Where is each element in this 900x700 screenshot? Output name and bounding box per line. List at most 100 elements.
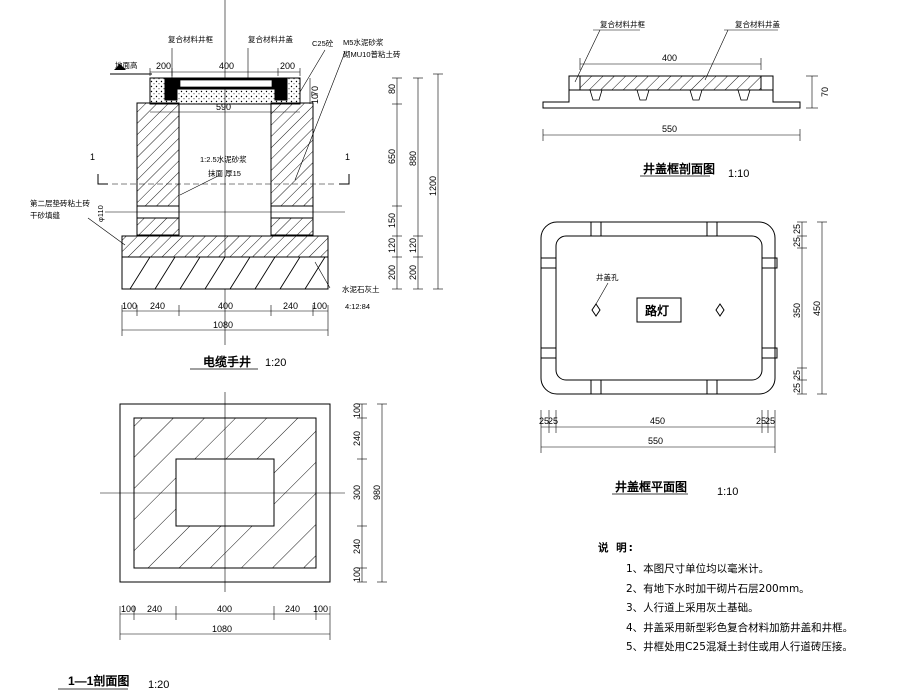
dim-right-small-1: 10: [310, 94, 320, 104]
s11-dim-right-1: 240: [352, 431, 362, 446]
cover-hole-right: [715, 303, 725, 317]
cover-inner: [555, 235, 763, 381]
dim-right-a-3: 120: [387, 238, 397, 253]
s11-dim-right-total: 980: [372, 485, 382, 500]
label-composite-cover: 复合材料井盖: [248, 34, 293, 44]
cover-plan-dim-right-1: 25: [792, 237, 802, 247]
cover-plan-dim-bottom-2: 450: [650, 416, 665, 426]
cover-plan-dim-right-3: 25: [792, 370, 802, 380]
lime-soil-base: [121, 256, 329, 290]
s11-dim-right-3: 240: [352, 539, 362, 554]
cover-hole-left: [591, 303, 601, 317]
section-1-1-title: 1—1剖面图: [68, 673, 129, 688]
street-light-label-box: [636, 297, 682, 323]
s11-dim-bottom-total: 1080: [212, 624, 232, 634]
s11-dim-bottom-2: 400: [217, 604, 232, 614]
note-item-4: 4、井盖采用新型彩色复合材料加筋井盖和井框。: [626, 621, 854, 634]
dim-right-a-1: 650: [387, 149, 397, 164]
s11-dim-bottom-3: 240: [285, 604, 300, 614]
cover-plan-texts: 井盖孔 路灯 25 25 350 25 25 450 25 25 450 25 …: [539, 224, 822, 498]
dim-right-b-0: 880: [408, 151, 418, 166]
cover-plan-dim-right-4: 25: [792, 383, 802, 393]
dim-right-b-1: 120: [408, 238, 418, 253]
dim-top-2: 200: [280, 61, 295, 71]
cover-plan-hole-label: 井盖孔: [596, 272, 619, 282]
section-mark-left: [97, 174, 108, 185]
label-ground-level: 地面高: [115, 60, 138, 70]
dim-bottom-3: 240: [283, 301, 298, 311]
cover-tabs: [540, 221, 778, 395]
dim-bottom-total: 1080: [213, 320, 233, 330]
cover-section-cover-label: 复合材料井盖: [735, 19, 780, 29]
cover-section: [542, 29, 818, 177]
dim-bottom-4: 100: [312, 301, 327, 311]
label-pipe: φ110: [96, 205, 105, 222]
dim-bottom-2: 400: [218, 301, 233, 311]
cable-well-scale: 1:20: [265, 357, 286, 369]
label-mortar-1: M5水泥砂浆: [343, 37, 384, 47]
dim-right-a-0: 80: [387, 84, 397, 94]
label-lime-soil-2: 4:12:84: [345, 302, 370, 311]
dim-right-a-4: 200: [387, 265, 397, 280]
dim-bottom-0: 100: [122, 301, 137, 311]
cover-plan-dim-bottom-4: 25: [765, 416, 775, 426]
cable-well-texts: 复合材料井框 复合材料井盖 C25砼 M5水泥砂浆 砌MU10普粘土砖 地面高 …: [30, 34, 438, 369]
s11-dim-bottom-4: 100: [313, 604, 328, 614]
second-brick-layer: [121, 235, 329, 258]
cover-plan-dim-bottom-3: 25: [756, 416, 766, 426]
dim-right-b-2: 200: [408, 265, 418, 280]
label-lime-soil-1: 水泥石灰土: [342, 284, 380, 294]
cover-plan-dim-bottom-1: 25: [548, 416, 558, 426]
s11-dim-bottom-1: 240: [147, 604, 162, 614]
cover-section-frame-label: 复合材料井框: [600, 19, 645, 29]
cable-well-section: [87, 0, 443, 370]
cover-plan-dim-bottom-0: 25: [539, 416, 549, 426]
cover-section-texts: 复合材料井框 复合材料井盖 400 70 550 井盖框剖面图 1:10: [600, 19, 830, 180]
label-mortar-2: 砌MU10普粘土砖: [343, 49, 401, 59]
cover-section-title: 井盖框剖面图: [643, 161, 715, 176]
s11-dim-right-4: 100: [352, 567, 362, 582]
cover-plan-title: 井盖框平面图: [615, 479, 687, 494]
cover-section-scale: 1:10: [728, 168, 749, 180]
dim-top-1: 400: [219, 61, 234, 71]
cable-well-title: 电缆手井: [203, 354, 251, 369]
cover-plan-center-text: 路灯: [645, 303, 669, 318]
s11-dim-right-2: 300: [352, 485, 362, 500]
cover-outer: [540, 221, 776, 395]
dim-bottom-1: 240: [150, 301, 165, 311]
label-c25: C25砼: [312, 38, 334, 48]
note-item-3: 3、人行道上采用灰土基础。: [626, 602, 759, 614]
cover-plan-scale: 1:10: [717, 486, 738, 498]
cover-plan-dim-right-2: 350: [792, 303, 802, 318]
cover-plan-dim-right-0: 25: [792, 224, 802, 234]
s11-dim-bottom-0: 100: [121, 604, 136, 614]
section-mark-left-label: 1: [90, 152, 95, 162]
label-plaster-2: 抹面 厚15: [208, 168, 241, 178]
cover-plan-dim-right-total: 450: [812, 301, 822, 316]
cover-plate: [179, 79, 273, 88]
note-item-5: 5、井框处用C25混凝土封住或用人行道砖压接。: [626, 641, 853, 653]
cover-section-dim-bottom: 550: [662, 124, 677, 134]
cover-plan: [540, 221, 827, 495]
section-1-1-scale: 1:20: [148, 679, 169, 691]
label-brick-joint-2: 干砂填缝: [30, 210, 60, 220]
s11-dim-right-0: 100: [352, 403, 362, 418]
dim-total-height: 1200: [428, 176, 438, 196]
section-1-1-texts: 100 240 300 240 100 980 100 240 400 240 …: [68, 403, 382, 691]
cover-section-dim-top: 400: [662, 53, 677, 63]
dim-right-a-2: 150: [387, 213, 397, 228]
lime-soil-hatch: [129, 256, 326, 290]
dim-590: 590: [216, 102, 231, 112]
note-item-2: 2、有地下水时加干砌片石层200mm。: [626, 582, 810, 595]
cover-ribs: [589, 89, 751, 101]
label-plaster-1: 1:2.5水泥砂浆: [200, 154, 247, 164]
label-composite-frame: 复合材料井框: [168, 34, 213, 44]
notes-block: 说 明: 1、本图尺寸单位均以毫米计。 2、有地下水时加干砌片石层200mm。 …: [598, 540, 898, 659]
dim-top-0: 200: [156, 61, 171, 71]
section-1-1: [58, 392, 387, 690]
section-mark-right: [339, 174, 350, 185]
label-brick-joint-1: 第二层垫砖粘土砖: [30, 198, 90, 208]
dim-right-small-0: 70: [310, 86, 320, 96]
section-mark-right-label: 1: [345, 152, 350, 162]
